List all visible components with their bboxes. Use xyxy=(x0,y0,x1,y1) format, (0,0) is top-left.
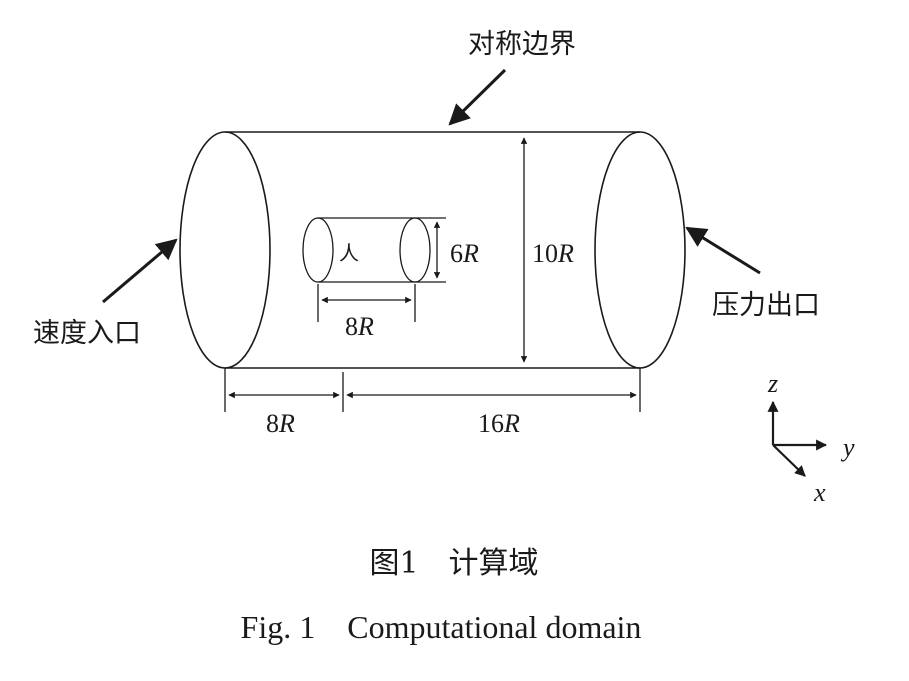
caption-english: Fig. 1 Computational domain xyxy=(241,609,642,645)
dim-lengths: 8R 16R xyxy=(224,368,641,438)
body-rear-ellipse xyxy=(399,217,431,283)
coordinate-axes: z y x xyxy=(767,369,855,507)
caption-chinese: 图1 计算域 xyxy=(369,546,538,581)
body-front-ellipse xyxy=(302,217,334,283)
outlet-face-ellipse xyxy=(594,131,686,369)
callout-arrow xyxy=(448,68,507,126)
person-glyph: 人 xyxy=(339,241,359,265)
upstream-length-label: 8R xyxy=(266,409,295,438)
dim-small-diameter: 6R xyxy=(415,217,479,283)
callout-arrow xyxy=(102,238,178,304)
z-axis-label: z xyxy=(767,369,778,398)
domain-cylinder xyxy=(179,131,686,369)
small-length-label: 8R xyxy=(345,312,374,341)
small-diameter-label: 6R xyxy=(450,239,479,268)
callout-outlet: 压力出口 xyxy=(685,226,820,321)
velocity-inlet-label: 速度入口 xyxy=(33,318,141,349)
body-cylinder: 人 xyxy=(302,217,431,283)
callout-arrow xyxy=(685,226,761,275)
inlet-face-ellipse xyxy=(179,131,271,369)
symmetry-boundary-label: 对称边界 xyxy=(468,29,576,60)
x-axis xyxy=(772,444,806,477)
domain-diameter-label: 10R xyxy=(532,239,574,268)
dim-small-length: 8R xyxy=(317,284,416,341)
x-axis-label: x xyxy=(813,478,826,507)
callout-symmetry: 对称边界 xyxy=(448,29,576,126)
pressure-outlet-label: 压力出口 xyxy=(712,290,820,321)
y-axis-label: y xyxy=(840,433,855,462)
callout-inlet: 速度入口 xyxy=(33,238,178,349)
dim-domain-diameter: 10R xyxy=(520,137,574,363)
downstream-length-label: 16R xyxy=(478,409,520,438)
